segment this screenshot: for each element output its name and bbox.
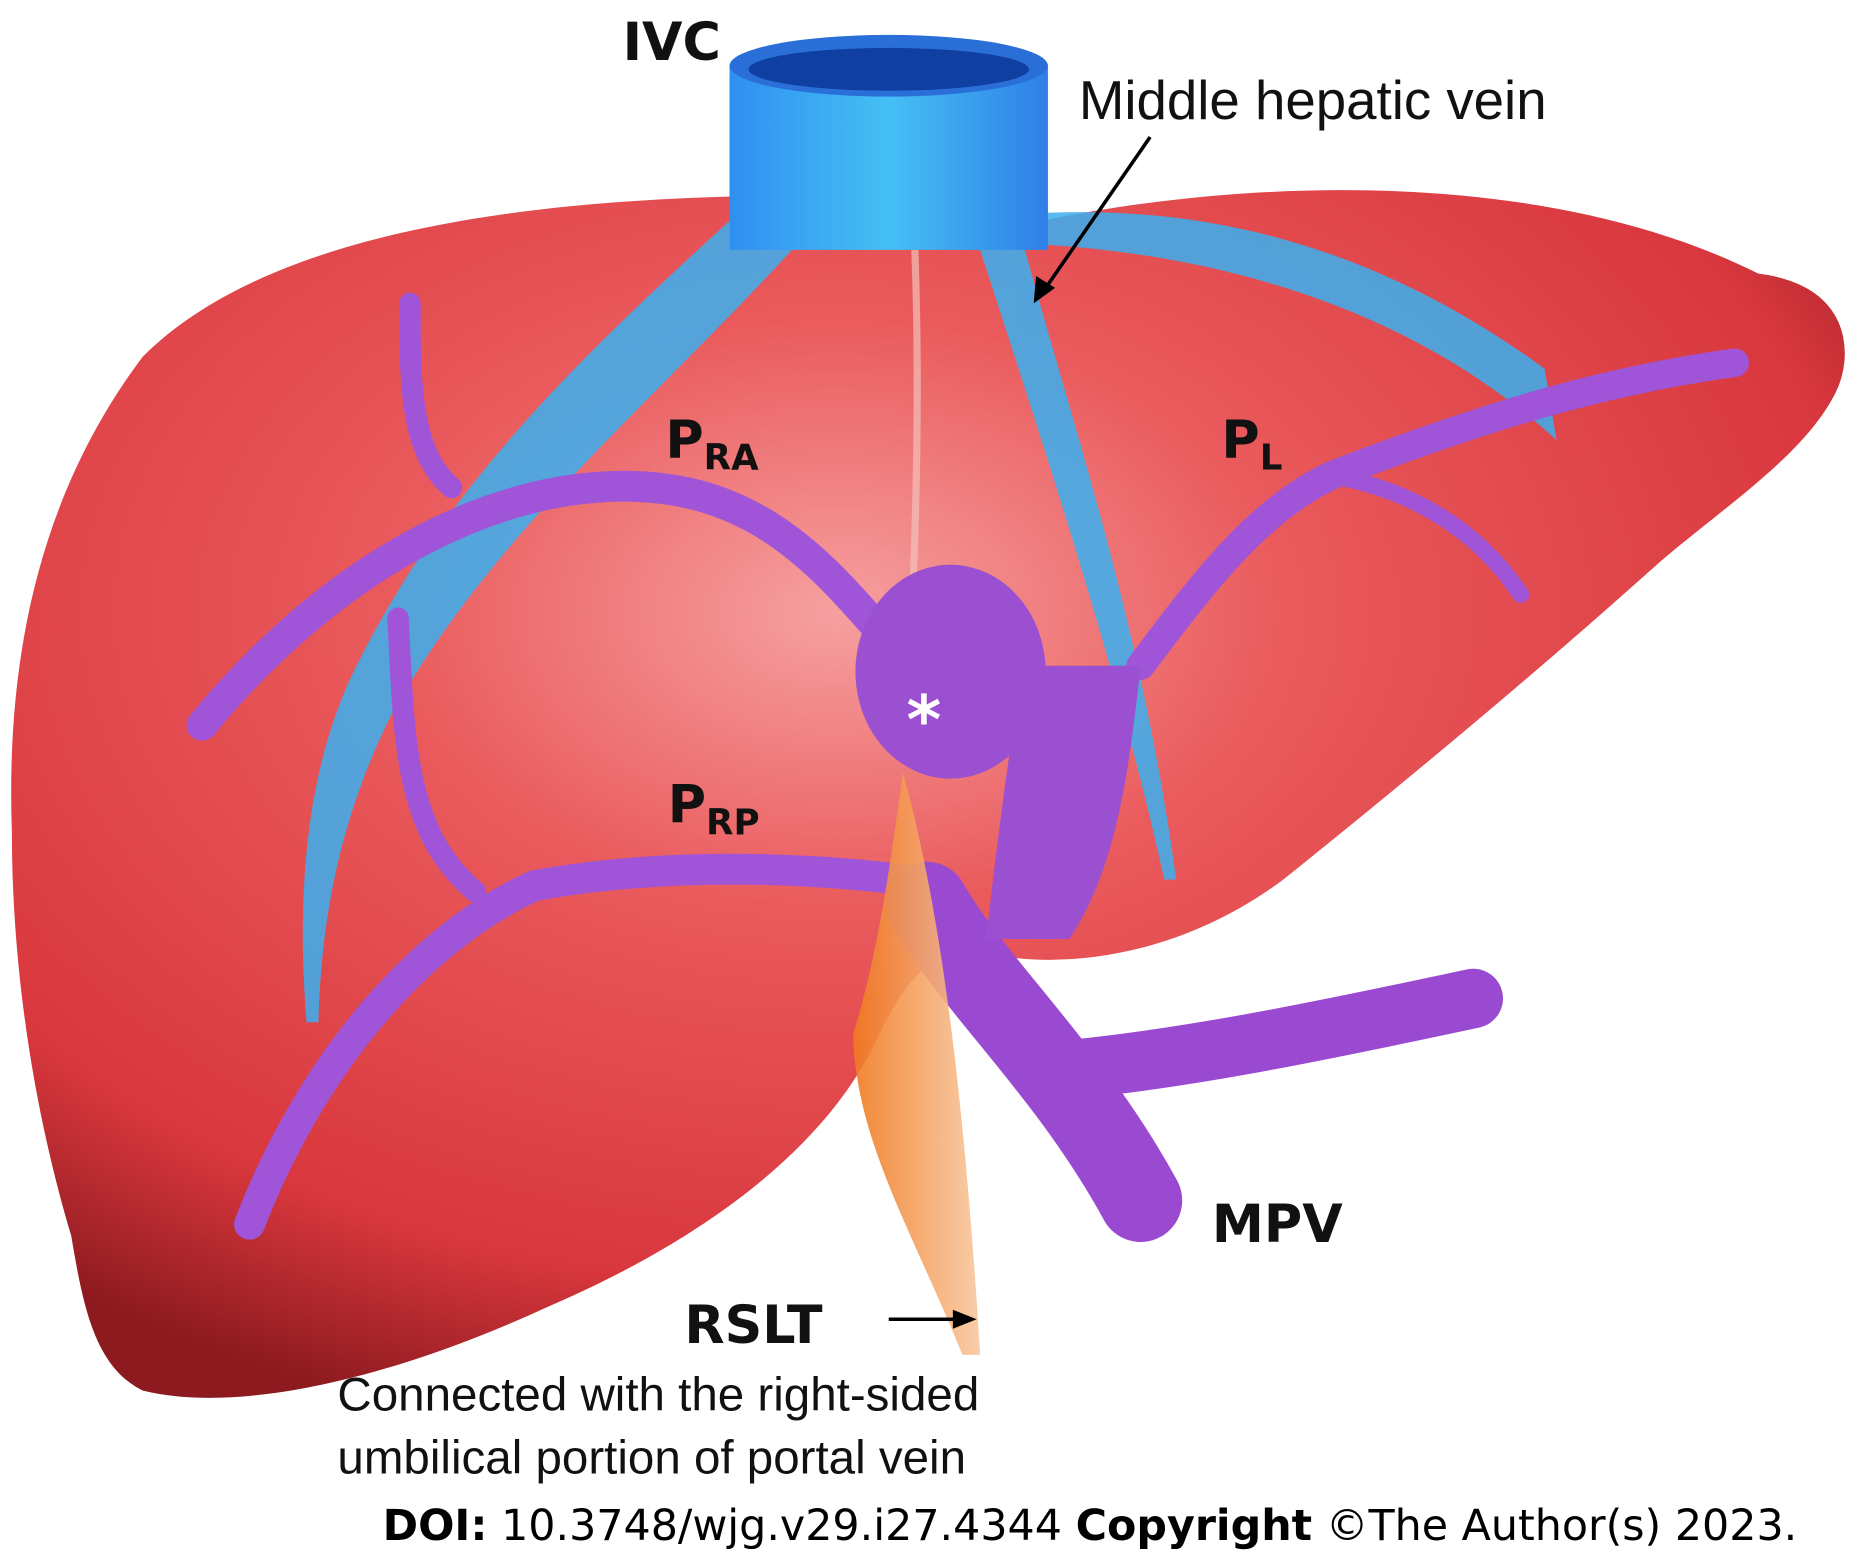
doi-footer: DOI: 10.3748/wjg.v29.i27.4344 Copyright … [383,1501,1798,1551]
label-ivc: IVC [623,12,721,73]
label-p-ra: PRA [665,410,759,479]
ivc-vessel [729,34,1048,250]
label-p-rp: PRP [668,775,760,844]
caption-line-1: Connected with the right-sided [337,1369,979,1422]
rslt-ligament [853,772,981,1355]
label-rslt: RSLT [684,1295,823,1356]
caption-line-2: umbilical portion of portal vein [337,1432,966,1485]
portal-veins [186,292,1749,1242]
arrows [888,136,1152,1329]
label-middle-hepatic-vein: Middle hepatic vein [1079,70,1547,131]
label-mpv: MPV [1212,1194,1343,1255]
portal-trunk [986,665,1141,940]
umbilical-portion [855,564,1046,779]
asterisk-marker: * [907,681,942,759]
label-p-l: PL [1221,410,1282,479]
